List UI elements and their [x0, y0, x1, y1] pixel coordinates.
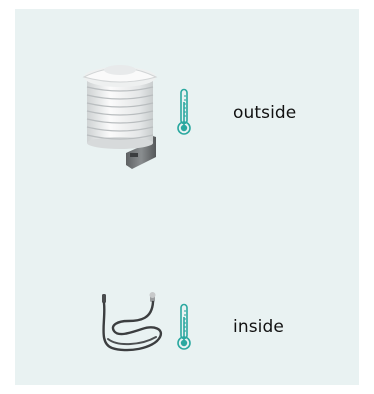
radiation-shield-icon — [80, 57, 164, 172]
inside-label: inside — [233, 317, 284, 337]
thermometer-icon — [176, 303, 192, 351]
thermometer-icon — [176, 88, 192, 136]
outside-label: outside — [233, 103, 296, 123]
cable-probe-icon — [98, 291, 168, 355]
